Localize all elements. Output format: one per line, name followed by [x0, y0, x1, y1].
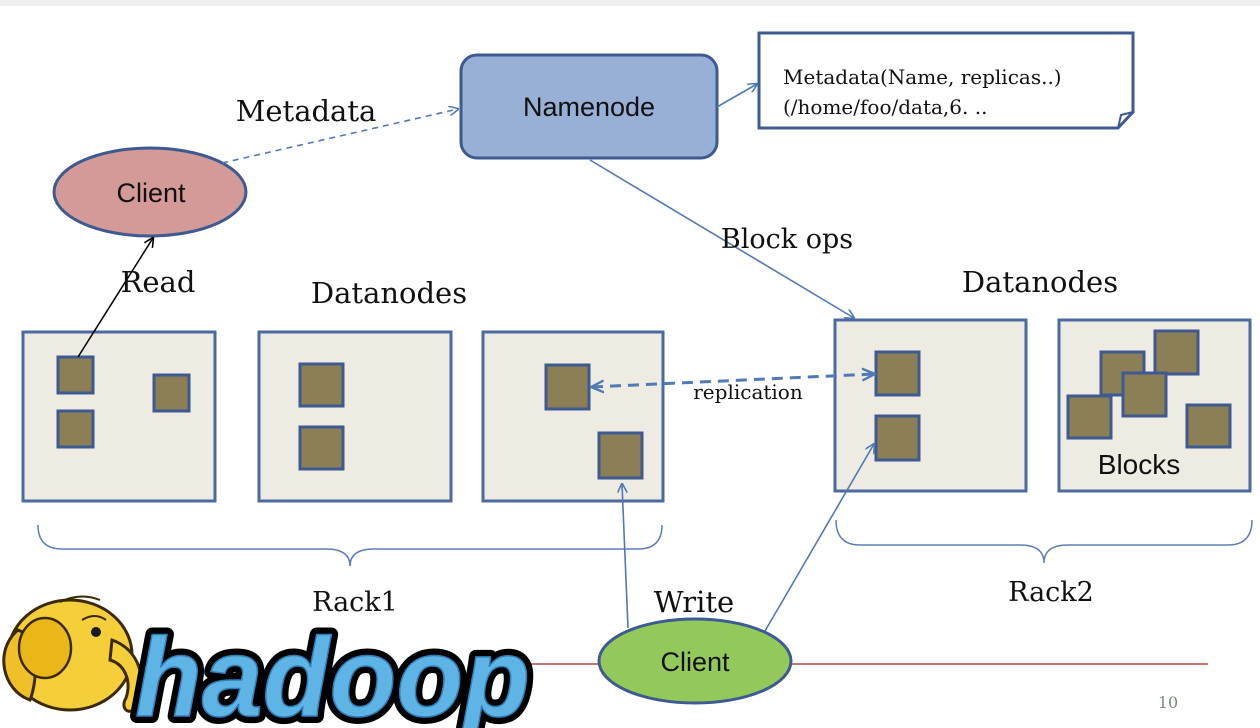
write-arrow-rack1 [622, 484, 629, 629]
block [544, 363, 591, 411]
write-arrow-rack2 [764, 444, 874, 632]
hadoop-wordmark: hadoop [135, 615, 530, 728]
replication-label: replication [693, 380, 803, 404]
block [1121, 371, 1168, 418]
block [152, 373, 191, 413]
block [874, 414, 921, 462]
write-label: Write [654, 585, 734, 619]
slide-top-strip [0, 0, 1260, 6]
metadata-note-line2: (/home/foo/data,6. .. [783, 95, 987, 119]
rack2-label: Rack2 [1008, 577, 1094, 608]
block [1153, 329, 1200, 376]
block [1185, 403, 1232, 449]
client-bottom: Client [597, 617, 793, 705]
datanodes-rack1-title: Datanodes [311, 276, 467, 310]
namenode-label: Namenode [523, 92, 655, 122]
read-arrow [77, 238, 153, 358]
datanode-rack1-3 [481, 330, 665, 503]
client-top-label: Client [116, 178, 186, 208]
metadata-request-arrow [221, 109, 458, 164]
hadoop-elephant-icon [2, 595, 143, 713]
metadata-note-line1: Metadata(Name, replicas..) [783, 65, 1062, 89]
datanode-rack2-1 [833, 318, 1028, 493]
block-ops-arrow [589, 159, 854, 318]
datanode-rack2-2: Blocks [1057, 318, 1252, 493]
block [1066, 394, 1113, 440]
rack1-brace [37, 524, 663, 567]
block [56, 409, 95, 449]
block [298, 362, 345, 408]
datanode-rack1-1 [21, 330, 217, 503]
metadata-label: Metadata [236, 94, 377, 128]
block-ops-label: Block ops [721, 224, 853, 255]
block [56, 355, 95, 395]
block [597, 431, 644, 480]
block [874, 350, 921, 397]
rack2-brace [835, 519, 1253, 564]
datanode-rack1-2 [257, 330, 453, 503]
namenode: Namenode [459, 53, 719, 160]
namenode-to-metadata-arrow [716, 84, 757, 108]
rack1-label: Rack1 [312, 587, 398, 618]
metadata-note: Metadata(Name, replicas..) (/home/foo/da… [757, 31, 1135, 130]
client-top: Client [52, 146, 248, 238]
page-number: 10 [1158, 693, 1178, 712]
hadoop-logo: hadoop hadoop [2, 595, 537, 728]
blocks-label: Blocks [1098, 449, 1180, 480]
hadoop-wordmark-outline: hadoop [135, 615, 530, 728]
client-bottom-label: Client [660, 647, 730, 677]
datanodes-rack2-title: Datanodes [962, 265, 1118, 299]
block [298, 425, 345, 471]
read-label: Read [121, 265, 196, 299]
replication-arrow [592, 374, 874, 387]
